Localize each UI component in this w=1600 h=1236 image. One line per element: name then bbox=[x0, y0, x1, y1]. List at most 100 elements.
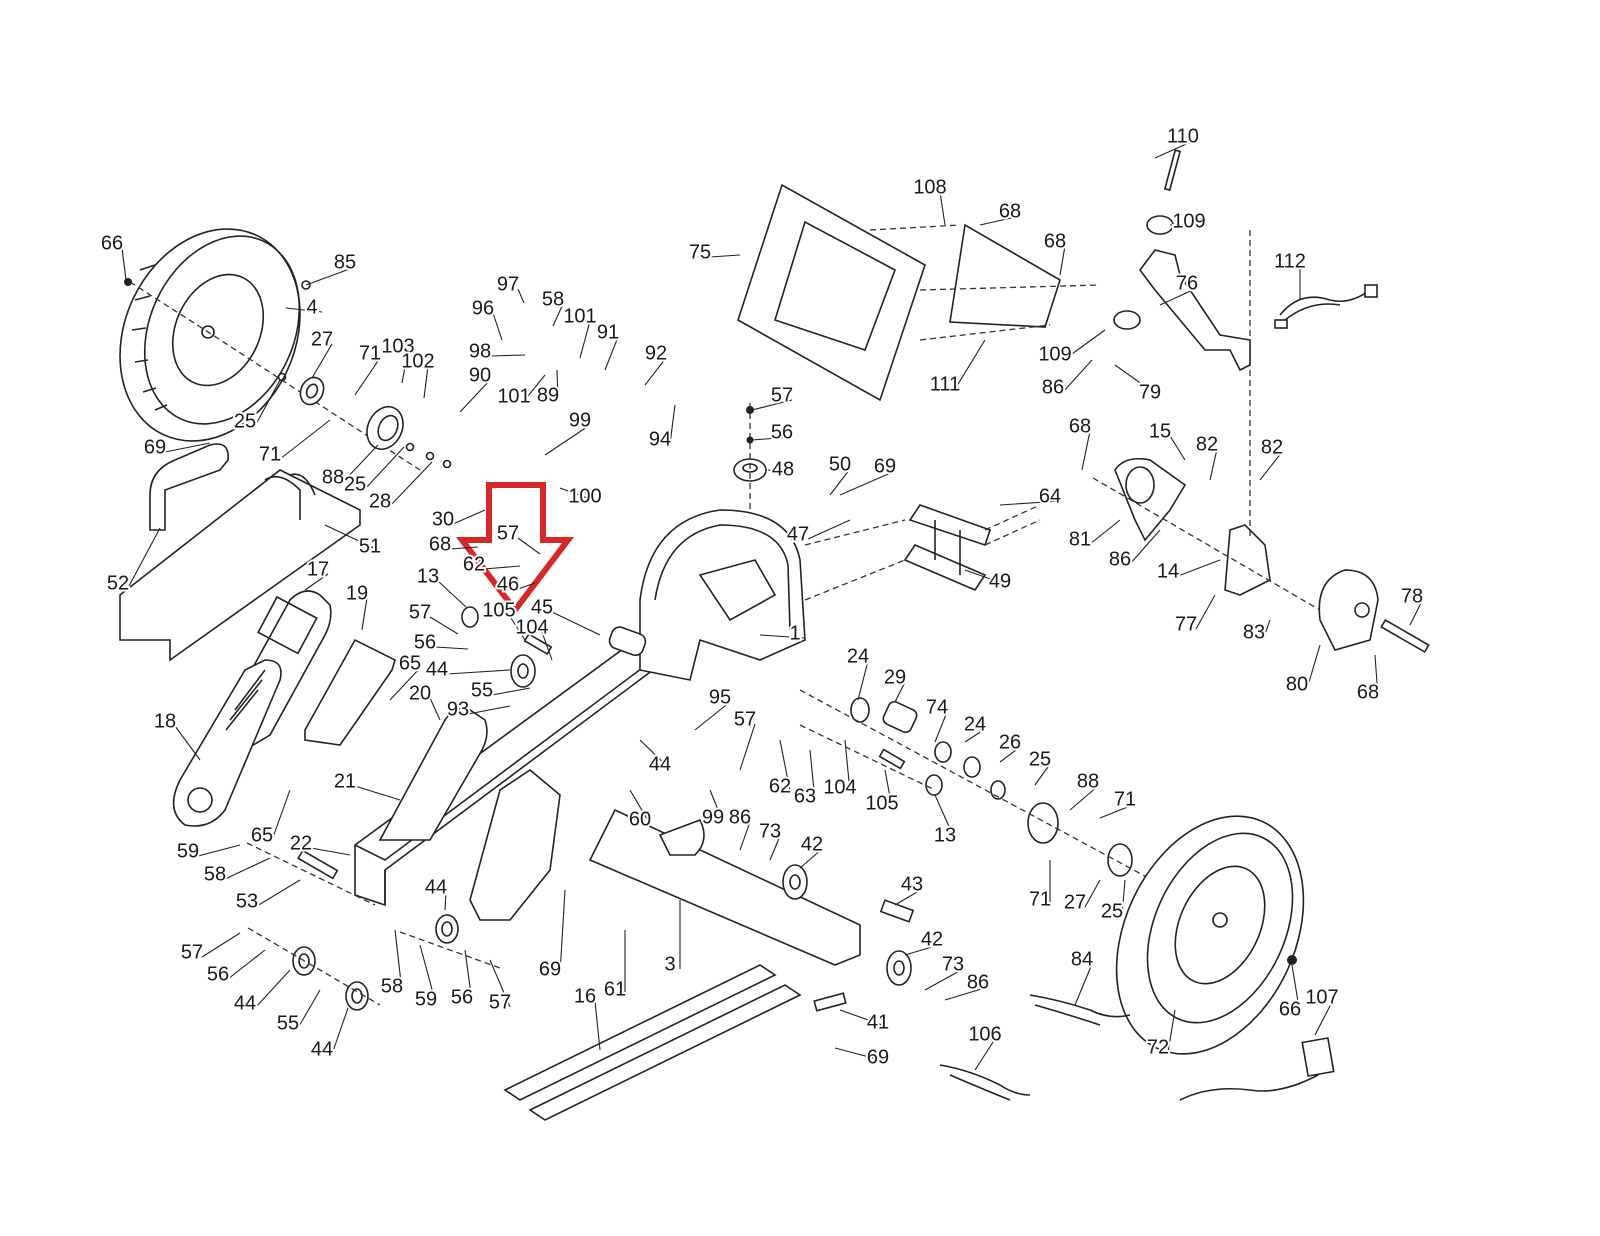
leader-line-86a bbox=[1062, 359, 1093, 393]
part-label-71b: 71 bbox=[259, 443, 281, 465]
part-label-15: 15 bbox=[1149, 420, 1171, 442]
part-label-89: 89 bbox=[537, 384, 559, 406]
handle-52 bbox=[149, 443, 229, 531]
part-label-90: 90 bbox=[469, 364, 491, 386]
axle-53 bbox=[297, 849, 339, 880]
part-label-101b: 101 bbox=[497, 385, 530, 407]
leader-line-25a bbox=[254, 379, 281, 427]
leader-line-96 bbox=[492, 312, 503, 341]
part-label-69b: 69 bbox=[539, 958, 561, 980]
cover-80 bbox=[1318, 569, 1379, 651]
leader-line-105a bbox=[508, 614, 526, 641]
leader-line-63 bbox=[809, 749, 816, 802]
leader-line-28 bbox=[389, 461, 433, 507]
part-label-24a: 24 bbox=[847, 645, 869, 667]
part-label-62b: 62 bbox=[769, 775, 791, 797]
part-label-51: 51 bbox=[359, 535, 381, 557]
part-label-78: 78 bbox=[1401, 585, 1423, 607]
leader-line-64 bbox=[999, 500, 1061, 506]
part-label-81: 81 bbox=[1069, 528, 1091, 550]
leader-line-86d bbox=[944, 986, 989, 1001]
part-label-110: 110 bbox=[1167, 125, 1199, 147]
part-label-64: 64 bbox=[1039, 485, 1061, 507]
part-label-3: 3 bbox=[664, 953, 675, 975]
seat-rail-3 bbox=[588, 808, 861, 966]
part-label-1: 1 bbox=[789, 622, 800, 644]
part-label-105a: 105 bbox=[482, 599, 515, 621]
leader-line-57e bbox=[751, 399, 793, 411]
part-label-66b: 66 bbox=[1279, 998, 1301, 1020]
leader-line-4 bbox=[285, 307, 323, 313]
part-label-103: 103 bbox=[381, 335, 414, 357]
leader-line-90 bbox=[459, 379, 491, 413]
part-label-83: 83 bbox=[1243, 621, 1265, 643]
part-label-42a: 42 bbox=[801, 833, 823, 855]
leader-line-104a bbox=[541, 631, 553, 661]
leader-line-13a bbox=[437, 580, 467, 608]
leader-line-49 bbox=[964, 569, 1011, 587]
front-cover-51 bbox=[119, 469, 361, 662]
part-label-68c: 68 bbox=[1044, 230, 1066, 252]
power-adapter-107 bbox=[1179, 1037, 1335, 1101]
leader-line-60 bbox=[629, 789, 651, 825]
part-label-44a: 44 bbox=[426, 658, 448, 680]
leader-line-58c bbox=[394, 929, 403, 992]
leader-line-75 bbox=[709, 254, 741, 258]
bearing-27-left bbox=[299, 376, 325, 406]
highlight-arrow bbox=[455, 482, 575, 615]
leader-line-101a bbox=[579, 320, 591, 359]
part-label-69a: 69 bbox=[144, 436, 166, 458]
part-label-95: 95 bbox=[709, 686, 731, 708]
bushing-109-top bbox=[1146, 215, 1174, 235]
leader-line-82a bbox=[1209, 448, 1218, 481]
leader-line-44a bbox=[446, 669, 511, 675]
leader-line-89 bbox=[556, 369, 559, 401]
wheel-42-lower bbox=[886, 950, 912, 986]
part-label-22: 22 bbox=[290, 832, 312, 854]
part-label-76: 76 bbox=[1176, 272, 1198, 294]
part-label-104a: 104 bbox=[515, 616, 548, 638]
leader-line-41 bbox=[839, 1009, 889, 1028]
part-label-91: 91 bbox=[597, 321, 619, 343]
leader-line-108 bbox=[939, 191, 946, 226]
part-label-86d: 86 bbox=[967, 971, 989, 993]
part-label-71c: 71 bbox=[1114, 788, 1136, 810]
part-label-82a: 82 bbox=[1196, 433, 1218, 455]
part-label-48: 48 bbox=[772, 458, 794, 480]
bushing-109-bottom bbox=[1113, 310, 1141, 330]
fan-wheel-72 bbox=[1115, 815, 1305, 1055]
axle-parts-right bbox=[850, 697, 1133, 877]
part-label-57d: 57 bbox=[489, 991, 511, 1013]
leader-line-81 bbox=[1089, 519, 1121, 545]
part-label-79: 79 bbox=[1139, 381, 1161, 403]
leader-line-57c bbox=[201, 932, 241, 958]
strap-19 bbox=[304, 638, 396, 746]
part-label-56c: 56 bbox=[451, 986, 473, 1008]
leader-line-57d bbox=[489, 959, 511, 1008]
leader-line-71b bbox=[279, 419, 331, 460]
flywheel-left bbox=[119, 228, 301, 442]
leader-line-52 bbox=[127, 527, 161, 589]
leader-line-65b bbox=[271, 789, 291, 841]
part-label-57f: 57 bbox=[734, 708, 756, 730]
part-label-85: 85 bbox=[334, 251, 356, 273]
leader-line-68e bbox=[1374, 654, 1379, 698]
part-label-80: 80 bbox=[1286, 673, 1308, 695]
part-label-93: 93 bbox=[447, 698, 469, 720]
part-label-62a: 62 bbox=[463, 553, 485, 575]
part-label-58b: 58 bbox=[204, 863, 226, 885]
pin-110 bbox=[1163, 149, 1182, 192]
part-label-43: 43 bbox=[901, 873, 923, 895]
part-label-57e: 57 bbox=[771, 384, 793, 406]
leader-line-95 bbox=[694, 701, 731, 731]
leader-line-107 bbox=[1314, 1001, 1333, 1036]
part-label-63: 63 bbox=[794, 785, 816, 807]
part-label-99a: 99 bbox=[569, 409, 591, 431]
part-label-102: 102 bbox=[401, 350, 434, 372]
part-label-44d: 44 bbox=[425, 876, 447, 898]
part-label-88b: 88 bbox=[1077, 770, 1099, 792]
leader-line-86b bbox=[1129, 529, 1161, 565]
leader-line-56d bbox=[751, 436, 793, 441]
part-label-27a: 27 bbox=[311, 328, 333, 350]
